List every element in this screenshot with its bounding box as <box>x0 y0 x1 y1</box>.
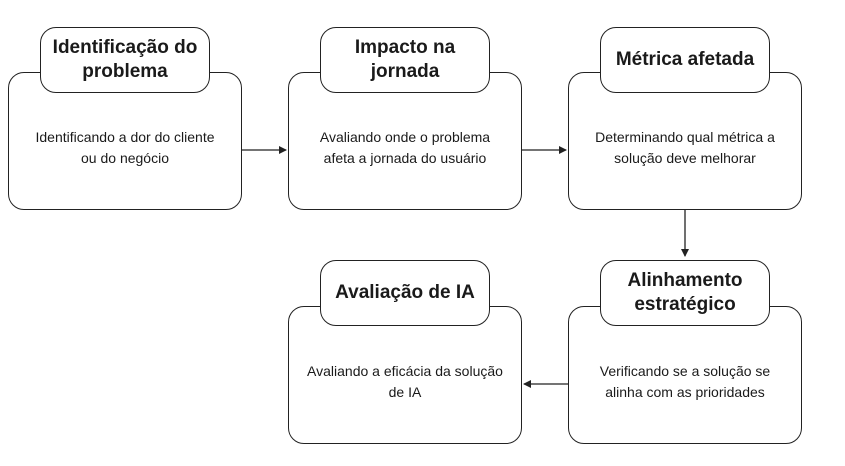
step-card-metrica: Determinando qual métrica a solução deve… <box>568 72 802 210</box>
step-title-alinhamento: Alinhamento estratégico <box>600 260 770 326</box>
step-title-identificacao: Identificação do problema <box>40 27 210 93</box>
step-description: Verificando se a solução se alinha com a… <box>599 363 771 400</box>
step-card-avaliacao: Avaliando a eficácia da solução de IA <box>288 306 522 444</box>
step-card-alinhamento: Verificando se a solução se alinha com a… <box>568 306 802 444</box>
step-title-impacto: Impacto na jornada <box>320 27 490 93</box>
step-description: Avaliando a eficácia da solução de IA <box>307 363 503 400</box>
step-title-avaliacao: Avaliação de IA <box>320 260 490 326</box>
step-description: Avaliando onde o problema afeta a jornad… <box>319 129 491 166</box>
step-card-identificacao: Identificando a dor do cliente ou do neg… <box>8 72 242 210</box>
step-title-metrica: Métrica afetada <box>600 27 770 93</box>
step-description: Determinando qual métrica a solução deve… <box>595 129 775 166</box>
step-description: Identificando a dor do cliente ou do neg… <box>35 129 215 166</box>
step-card-impacto: Avaliando onde o problema afeta a jornad… <box>288 72 522 210</box>
